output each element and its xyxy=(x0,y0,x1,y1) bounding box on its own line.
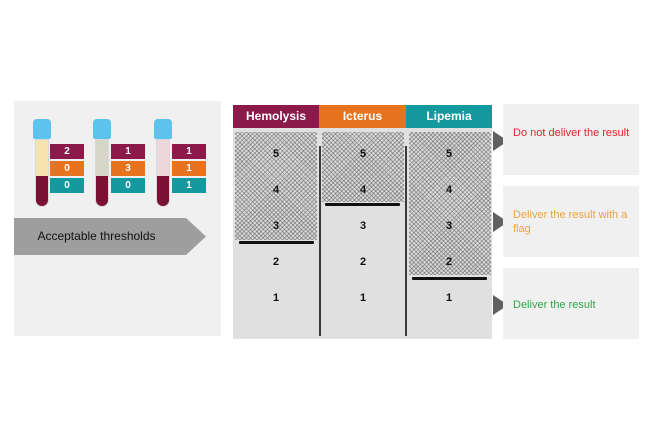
outcome-box-flag: Deliver the result with a flag xyxy=(503,186,639,257)
tube-3-icterus-score: 1 xyxy=(172,161,206,176)
tube-3-hemolysis-score: 1 xyxy=(172,144,206,159)
outcome-box-reject: Do not deliver the result xyxy=(503,104,639,175)
hemolysis-grade-1: 1 xyxy=(272,292,280,304)
column-divider xyxy=(319,146,321,336)
tube-2-lipemia-score: 0 xyxy=(111,178,145,193)
lipemia-threshold-line xyxy=(412,277,487,280)
tube-body xyxy=(95,139,109,207)
hemolysis-rejected-zone xyxy=(235,132,317,240)
hemolysis-grade-5: 5 xyxy=(272,148,280,160)
icterus-grade-1: 1 xyxy=(359,292,367,304)
hemolysis-threshold-line xyxy=(239,241,314,244)
tube-body xyxy=(156,139,170,207)
icterus-grade-3: 3 xyxy=(359,220,367,232)
tube-2-icterus-score: 3 xyxy=(111,161,145,176)
lipemia-rejected-zone xyxy=(409,132,491,275)
lipemia-grade-3: 3 xyxy=(445,220,453,232)
lipemia-grade-2: 2 xyxy=(445,256,453,268)
hemolysis-grade-2: 2 xyxy=(272,256,280,268)
tube-cells xyxy=(157,176,169,206)
tube-cap xyxy=(33,119,51,139)
tube-cap xyxy=(154,119,172,139)
hemolysis-grade-4: 4 xyxy=(272,184,280,196)
threshold-label: Acceptable thresholds xyxy=(37,229,156,243)
tube-body xyxy=(35,139,49,207)
column-divider xyxy=(405,146,407,336)
tube-cells xyxy=(36,176,48,206)
icterus-grade-5: 5 xyxy=(359,148,367,160)
tube-serum xyxy=(96,140,108,176)
icterus-grade-2: 2 xyxy=(359,256,367,268)
outcome-text-flag: Deliver the result with a flag xyxy=(513,209,628,235)
tube-2-hemolysis-score: 1 xyxy=(111,144,145,159)
column-header-hemolysis: Hemolysis xyxy=(233,105,319,128)
outcome-box-deliver: Deliver the result xyxy=(503,268,639,339)
tube-1-lipemia-score: 0 xyxy=(50,178,84,193)
tube-serum xyxy=(36,140,48,176)
hemolysis-grade-3: 3 xyxy=(272,220,280,232)
tube-serum xyxy=(157,140,169,176)
column-header-icterus: Icterus xyxy=(319,105,406,128)
outcome-text-deliver: Deliver the result xyxy=(513,299,596,311)
lipemia-grade-1: 1 xyxy=(445,292,453,304)
column-header-lipemia: Lipemia xyxy=(406,105,492,128)
tube-cells xyxy=(96,176,108,206)
outcome-text-reject: Do not deliver the result xyxy=(513,127,630,139)
lipemia-grade-4: 4 xyxy=(445,184,453,196)
icterus-threshold-line xyxy=(325,203,400,206)
tube-1-hemolysis-score: 2 xyxy=(50,144,84,159)
icterus-rejected-zone xyxy=(322,132,404,202)
icterus-grade-4: 4 xyxy=(359,184,367,196)
tube-3-lipemia-score: 1 xyxy=(172,178,206,193)
lipemia-grade-5: 5 xyxy=(445,148,453,160)
tube-1-icterus-score: 0 xyxy=(50,161,84,176)
tube-cap xyxy=(93,119,111,139)
threshold-arrow xyxy=(14,218,206,255)
